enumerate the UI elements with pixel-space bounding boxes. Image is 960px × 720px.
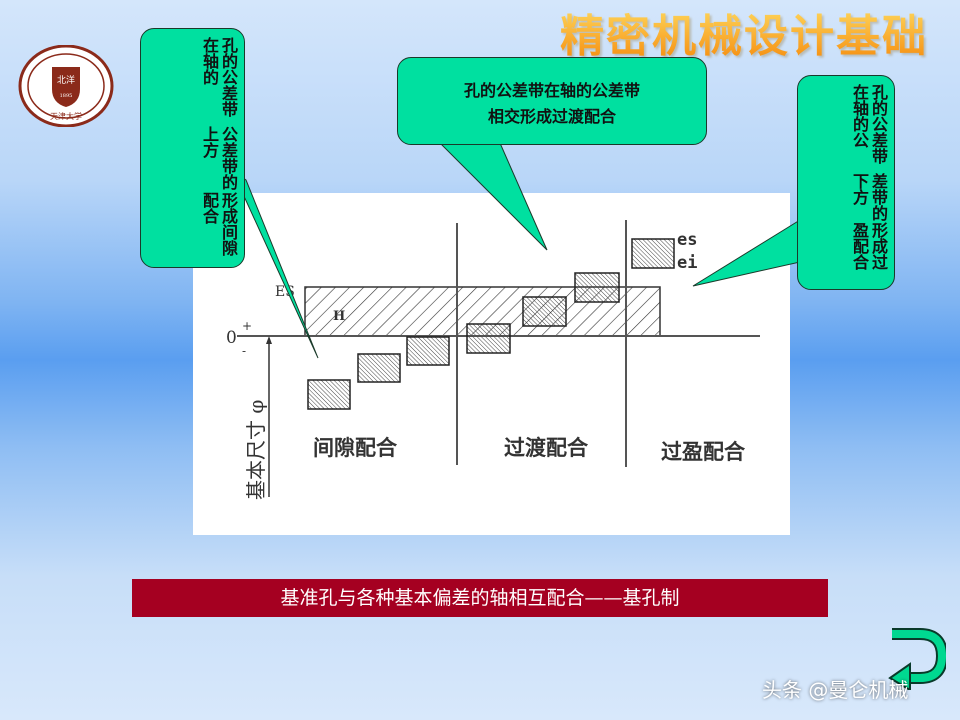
return-arrow-icon[interactable] xyxy=(886,628,946,690)
shaft-zone xyxy=(522,296,567,327)
callout-transition-fit: 孔的公差带在轴的公差带 相交形成过渡配合 xyxy=(397,57,707,145)
callout-line: 形成过盈配合 xyxy=(850,221,888,270)
callout-line: 孔的公差带在轴的 xyxy=(200,37,238,117)
axis-arrowhead xyxy=(266,336,272,344)
shaft-zone xyxy=(307,379,351,410)
shaft-es-label: es xyxy=(677,230,697,250)
callout-line: 孔的公差带在轴的公差带 xyxy=(463,81,640,100)
callout-line: 孔的公差带在轴的公 xyxy=(850,84,888,164)
shaft-zone xyxy=(357,353,401,383)
region-label-clearance: 间隙配合 xyxy=(313,436,398,460)
shaft-zone xyxy=(406,336,450,366)
basic-size-axis-label: 基本尺寸 φ xyxy=(244,400,268,500)
svg-text:1895: 1895 xyxy=(60,93,73,99)
callout-line: 公差带的上方 xyxy=(200,125,238,190)
zero-label: 0 xyxy=(226,328,237,348)
slide-title: 精密机械设计基础 xyxy=(560,0,928,64)
callout-line: 形成间隙配合 xyxy=(200,192,238,257)
region-label-interference: 过盈配合 xyxy=(661,440,746,464)
slide-caption: 基准孔与各种基本偏差的轴相互配合——基孔制 xyxy=(132,579,828,617)
shaft-zone xyxy=(631,238,675,269)
hole-label: H xyxy=(333,309,345,324)
shaft-zone xyxy=(574,272,620,303)
region-label-transition: 过渡配合 xyxy=(504,436,589,460)
callout-clearance-fit: 孔的公差带在轴的 公差带的上方 形成间隙配合 xyxy=(140,28,245,268)
shaft-zone xyxy=(466,323,511,354)
plus-label: + xyxy=(242,319,252,333)
callout-line: 差带的下方 xyxy=(850,172,888,221)
callout-interference-fit: 孔的公差带在轴的公 差带的下方 形成过盈配合 xyxy=(797,75,895,290)
minus-label: - xyxy=(242,344,246,358)
svg-text:北洋: 北洋 xyxy=(57,74,75,86)
svg-text:天津大学: 天津大学 xyxy=(50,111,82,121)
university-seal-logo: 北洋 1895 天津大学 xyxy=(18,45,114,127)
callout-line: 相交形成过渡配合 xyxy=(487,107,616,126)
diagram-background xyxy=(193,193,790,535)
shaft-ei-label: ei xyxy=(677,253,697,273)
shaft-tolerance-zones xyxy=(307,238,675,410)
watermark: 头条 @曼仑机械 xyxy=(762,678,909,702)
